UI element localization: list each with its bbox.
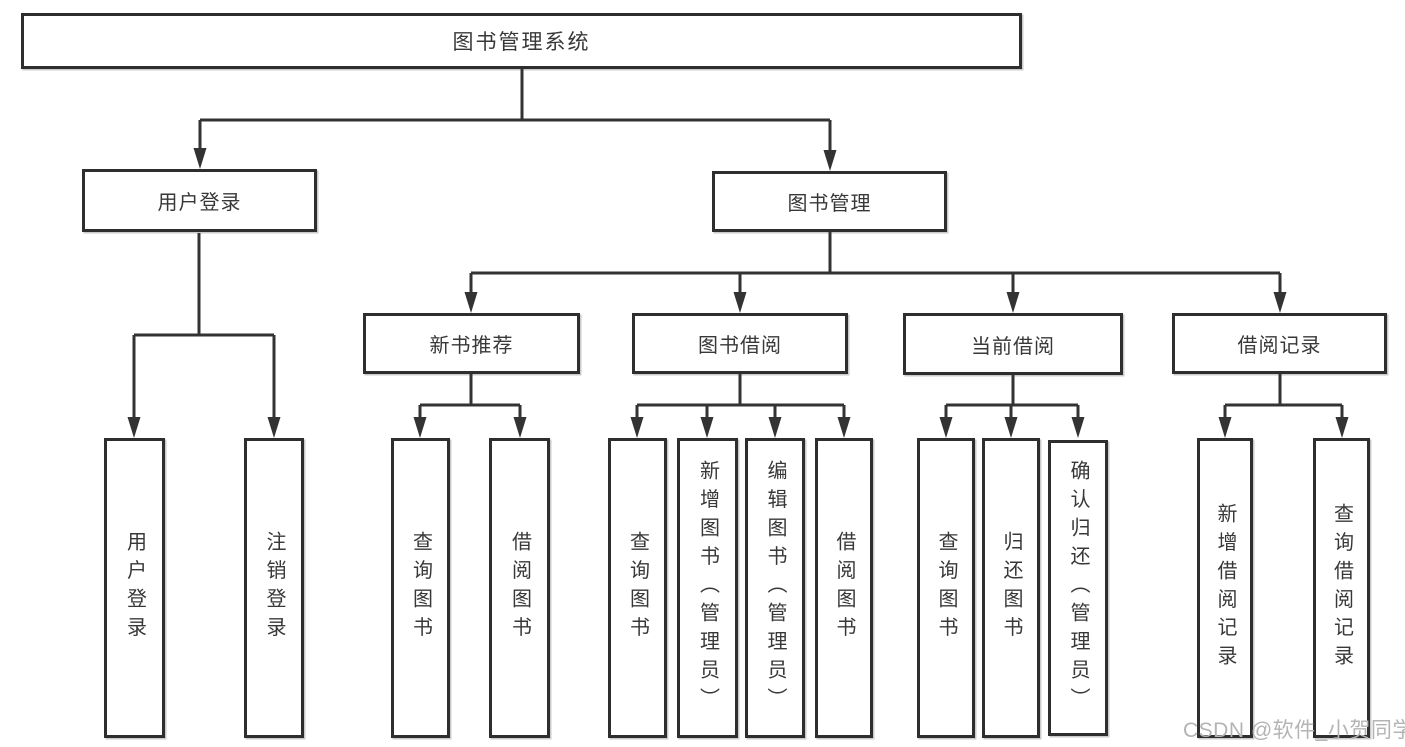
arrow-down-icon [768, 417, 782, 438]
arrow-down-icon [733, 292, 747, 313]
node-label: 归还图书 [1000, 531, 1022, 645]
arrow-down-icon [1004, 417, 1018, 438]
arrow-down-icon [127, 417, 141, 438]
connector-root-branch [198, 69, 832, 153]
arrowheads [127, 148, 1349, 438]
leaf-query-books-recommend: 查询图书 [391, 438, 450, 738]
node-label: 图书管理 [787, 193, 872, 215]
leaf-add-books-admin: 新增图书（管理员） [677, 438, 738, 738]
leaf-query-books-current: 查询图书 [917, 438, 975, 738]
node-label: 新书推荐 [429, 335, 514, 357]
arrow-down-icon [464, 292, 478, 313]
csdn-watermark: CSDN @软件_小贺同学 [1183, 719, 1405, 742]
node-user-login: 用户登录 [82, 169, 317, 232]
node-label: 用户登录 [123, 531, 146, 645]
node-label: 查询图书 [626, 531, 649, 645]
arrow-down-icon [837, 417, 851, 438]
node-label: 新增图书（管理员） [696, 460, 719, 716]
arrow-down-icon [630, 417, 644, 438]
leaf-return-books: 归还图书 [982, 438, 1040, 738]
arrow-down-icon [1218, 417, 1232, 438]
node-book-borrow: 图书借阅 [632, 313, 848, 374]
node-label: 借阅记录 [1237, 335, 1322, 357]
connector-user-login-branch [132, 233, 276, 420]
arrow-down-icon [823, 150, 837, 171]
arrow-down-icon [1071, 417, 1085, 438]
arrow-down-icon [413, 417, 427, 438]
node-label: 编辑图书（管理员） [764, 460, 786, 716]
arrow-down-icon [193, 148, 207, 169]
leaf-confirm-return-admin: 确认归还（管理员） [1048, 440, 1108, 736]
node-label: 图书借阅 [698, 335, 782, 357]
node-library-management-system: 图书管理系统 [21, 13, 1022, 69]
node-borrow-records: 借阅记录 [1172, 313, 1387, 374]
arrow-down-icon [700, 417, 714, 438]
node-label: 借阅图书 [833, 531, 855, 645]
node-new-book-recommend: 新书推荐 [363, 313, 580, 374]
connector-current-borrow-branch [944, 374, 1080, 420]
leaf-user-login: 用户登录 [104, 438, 165, 738]
connector-book-borrow-branch [635, 374, 846, 420]
leaf-query-borrow-record: 查询借阅记录 [1313, 438, 1370, 738]
arrow-down-icon [939, 417, 953, 438]
node-label: 查询图书 [935, 531, 957, 645]
arrow-down-icon [1335, 417, 1349, 438]
node-label: 借阅图书 [508, 531, 531, 645]
arrow-down-icon [267, 417, 281, 438]
node-label: 查询借阅记录 [1330, 502, 1353, 674]
leaf-borrow-books-recommend: 借阅图书 [489, 438, 550, 738]
node-current-borrow: 当前借阅 [903, 313, 1123, 375]
node-book-management: 图书管理 [712, 171, 947, 232]
node-label: 确认归还（管理员） [1067, 460, 1089, 716]
arrow-down-icon [1273, 292, 1287, 313]
node-label: 注销登录 [263, 531, 285, 645]
node-label: 查询图书 [409, 531, 432, 645]
leaf-logout-login: 注销登录 [244, 438, 304, 738]
arrow-down-icon [513, 417, 527, 438]
node-label: 图书管理系统 [452, 31, 591, 54]
connector-borrow-records-branch [1223, 374, 1344, 420]
leaf-query-books-borrow: 查询图书 [608, 438, 667, 738]
connector-book-management-branch [469, 232, 1282, 295]
node-label: 新增借阅记录 [1214, 502, 1236, 674]
node-label: 用户登录 [157, 192, 242, 214]
arrow-down-icon [1006, 292, 1020, 313]
connector-new-book-branch [418, 374, 522, 420]
leaf-edit-books-admin: 编辑图书（管理员） [745, 438, 805, 738]
node-label: 当前借阅 [971, 335, 1055, 358]
leaf-add-borrow-record: 新增借阅记录 [1197, 438, 1253, 738]
leaf-borrow-books-borrow: 借阅图书 [815, 438, 873, 738]
